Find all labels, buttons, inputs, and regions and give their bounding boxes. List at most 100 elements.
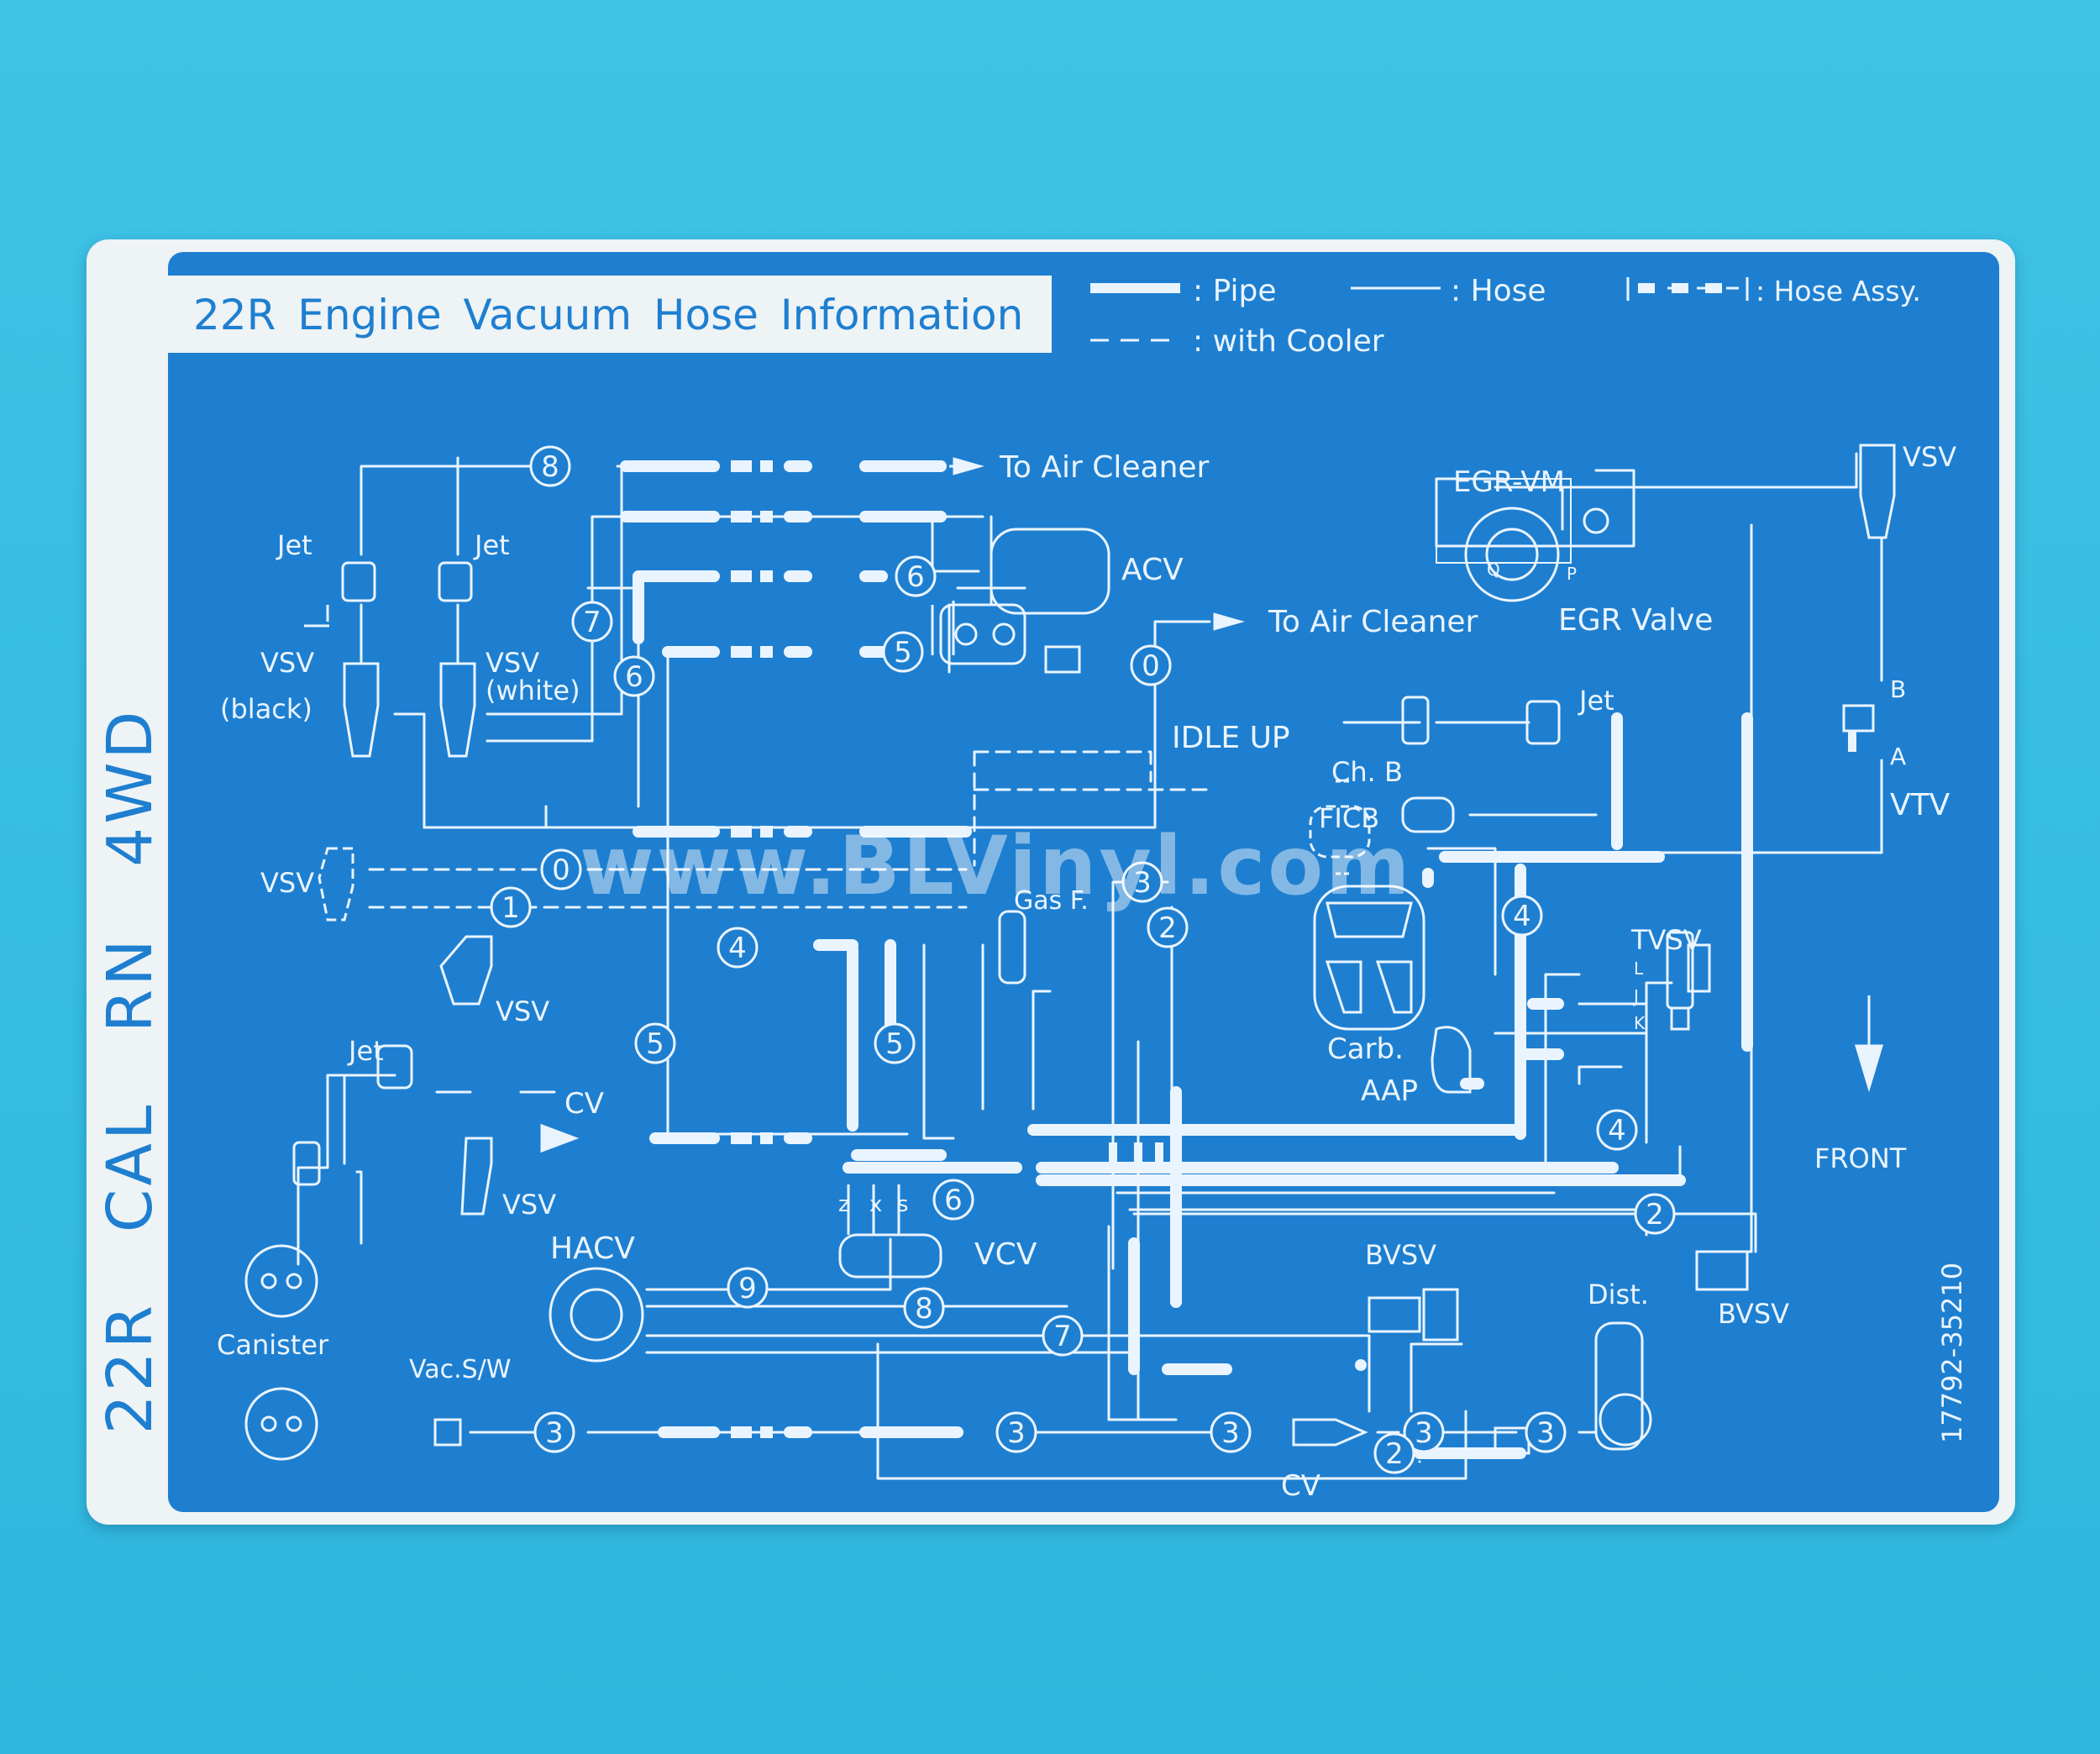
- hose-number-circle: [1525, 1411, 1567, 1453]
- hose-number-circle: [1121, 861, 1163, 903]
- vsv-black-label-1: VSV: [260, 647, 314, 679]
- hose-number-circle: [613, 655, 655, 697]
- hose-number: 7: [583, 606, 601, 639]
- hose-number-circle: [1147, 906, 1189, 948]
- hose-number: 6: [944, 1184, 963, 1217]
- arrow-to-air-cleaner-1: [953, 457, 984, 475]
- hose-number: 8: [541, 450, 559, 484]
- vcv-label: VCV: [974, 1237, 1037, 1272]
- hose-number-circle: [932, 1179, 974, 1221]
- vtv-icon: [1842, 704, 1875, 733]
- hacv-label: HACV: [550, 1231, 635, 1266]
- legend-hose-assy-text: : Hose Assy.: [1756, 275, 1921, 307]
- bvsv-right-label: BVSV: [1718, 1298, 1789, 1330]
- hose-number-circle: [533, 1411, 575, 1453]
- hose-number: 3: [545, 1416, 564, 1450]
- jet-mid-label: Jet: [473, 529, 510, 561]
- x-label: x: [869, 1192, 882, 1217]
- front-label: FRONT: [1814, 1142, 1907, 1174]
- part-number: 17792-35210: [1936, 1263, 1968, 1443]
- hose-number: 6: [625, 660, 643, 694]
- hose-number: 5: [646, 1027, 664, 1061]
- ch-b-label: Ch. B: [1331, 756, 1403, 788]
- vsv-top-right-icon: [1859, 444, 1896, 539]
- hose-number: 8: [915, 1292, 933, 1326]
- vsv-white-label-1: VSV: [486, 647, 539, 679]
- vsv-mid-label: VSV: [496, 995, 549, 1027]
- j-label: J: [1632, 986, 1639, 1006]
- to-air-cleaner-label-2: To Air Cleaner: [1268, 605, 1478, 639]
- hose-number-circle: [634, 1022, 676, 1064]
- ficb-label: FICB: [1319, 802, 1379, 834]
- jet-right-icon: [1525, 700, 1561, 745]
- hacv-icon: [549, 1267, 644, 1363]
- vsv-black-icon: [343, 662, 380, 758]
- hose-number-circle: [1634, 1193, 1676, 1235]
- vsv-white-icon: [439, 662, 476, 758]
- hose-number: 2: [1158, 911, 1177, 945]
- hose-number-circle: [540, 848, 582, 890]
- carburetor-icon: [1313, 885, 1425, 1031]
- hose-number: 5: [894, 636, 912, 670]
- ficb-icon: [1401, 796, 1455, 833]
- to-air-cleaner-label-1: To Air Cleaner: [999, 450, 1210, 485]
- vsv-lower-label: VSV: [502, 1189, 556, 1221]
- hose-number: 4: [728, 932, 747, 965]
- vsv-dashed-label: VSV: [260, 867, 314, 899]
- hose-number: 7: [1053, 1320, 1072, 1353]
- aap-icon: [1431, 1026, 1472, 1094]
- gas-filter-icon: [998, 910, 1026, 985]
- hose-number-circle: [1130, 644, 1172, 686]
- s-label: s: [897, 1192, 909, 1217]
- k-label: K: [1634, 1013, 1646, 1033]
- hose-number-circle: [490, 886, 532, 928]
- z-label: z: [838, 1192, 850, 1217]
- text-labels: : Pipe : Hose : Hose Assy. : with Cooler…: [217, 274, 1968, 1503]
- vsv-lower-icon: [460, 1137, 493, 1216]
- gas-f-label: Gas F.: [1014, 886, 1089, 916]
- hose-assy-segments: [731, 460, 1163, 1438]
- cv-upper-label: CV: [564, 1087, 604, 1121]
- hose-number-circle: [1373, 1432, 1415, 1474]
- hose-number: 2: [1646, 1198, 1664, 1231]
- jet-lower-label: Jet: [347, 1035, 384, 1067]
- b-label: B: [1890, 675, 1906, 703]
- jet-lower-icon: [376, 1044, 413, 1090]
- hose-number-circles: [490, 445, 1676, 1474]
- legend-graphics: [1090, 277, 1749, 342]
- p-label: P: [1567, 564, 1577, 584]
- hose-number-circle: [571, 601, 613, 643]
- vac-sw-label: Vac.S/W: [409, 1355, 511, 1384]
- side-label-strip: [92, 626, 168, 1516]
- hose-number: 0: [1142, 649, 1160, 683]
- ch-b-icon: [1401, 696, 1430, 745]
- l-label: L: [1634, 958, 1644, 979]
- hose-number: 3: [1133, 866, 1152, 900]
- hose-number-circle: [995, 1411, 1037, 1453]
- pipe-lines: [620, 460, 1753, 1459]
- diagram-panel: [168, 252, 1999, 1512]
- bvsv-mid-label: BVSV: [1365, 1239, 1436, 1271]
- hose-number-circle: [874, 1022, 916, 1064]
- vsv-black-label-2: (black): [220, 693, 312, 725]
- hose-number-circle: [717, 927, 759, 969]
- idle-up-label: IDLE UP: [1172, 721, 1290, 755]
- front-arrow-icon: [1854, 995, 1884, 1093]
- jet-right-label: Jet: [1578, 685, 1614, 717]
- egr-vm-label: EGR-VM: [1453, 465, 1565, 499]
- acv-label: ACV: [1121, 553, 1184, 587]
- cv-lower-icon: [1292, 1418, 1368, 1447]
- distributor-icon: [1594, 1321, 1644, 1451]
- vsv-white-label-2: (white): [486, 675, 580, 706]
- jet-mid-icon: [438, 561, 473, 602]
- egr-valve-icon: [1464, 507, 1560, 602]
- arrow-to-air-cleaner-2: [1213, 612, 1245, 631]
- jet-left-icon: [341, 561, 376, 602]
- acv-icon: [990, 528, 1110, 615]
- tvsv-icon: [1666, 931, 1694, 1010]
- hose-number-circle: [882, 631, 924, 673]
- hose-number: 3: [1221, 1416, 1240, 1450]
- watermark: www.BLVinyl.com: [580, 819, 1413, 913]
- hose-number-circle: [1596, 1109, 1638, 1151]
